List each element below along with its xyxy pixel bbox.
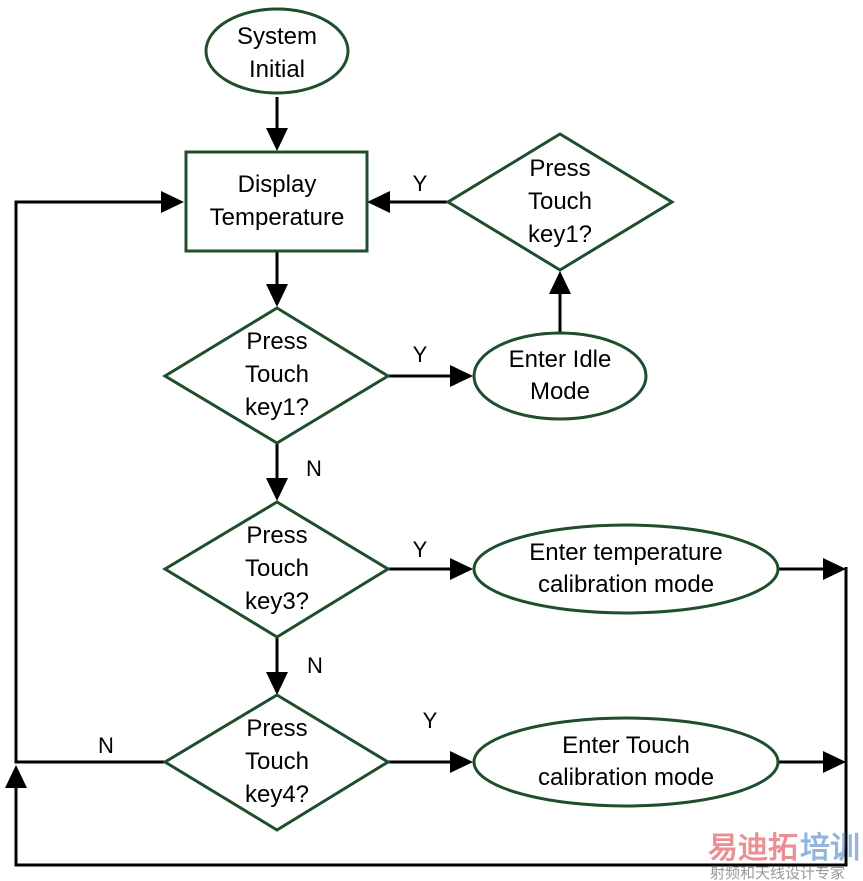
- node-label: Touch: [245, 361, 309, 388]
- node-display-temperature: Display Temperature: [184, 150, 369, 253]
- arrowhead-right-icon: [823, 751, 846, 773]
- watermark-brand-red: 易迪拓: [708, 831, 798, 866]
- connectors: [5, 97, 848, 867]
- watermark-subtitle: 射频和天线设计专家: [710, 864, 845, 881]
- node-label: Touch: [245, 555, 309, 582]
- node-label: Touch: [245, 748, 309, 775]
- edge-label-key3-yes: Y: [413, 537, 428, 562]
- arrowhead-right-icon: [450, 751, 473, 773]
- node-label: Temperature: [210, 204, 345, 231]
- node-label: calibration mode: [538, 571, 714, 598]
- node-idle-decision-key1: Press Touch key1?: [445, 132, 675, 272]
- node-label: calibration mode: [538, 764, 714, 791]
- node-decision-key4: Press Touch key4?: [162, 693, 391, 832]
- node-label: Press: [246, 522, 307, 549]
- edge-label-idle-yes: Y: [413, 171, 428, 196]
- node-label: key1?: [245, 394, 309, 421]
- node-decision-key1: Press Touch key1?: [162, 306, 391, 445]
- node-enter-touch-calibration: Enter Touch calibration mode: [472, 716, 780, 808]
- arrowhead-down-icon: [266, 672, 288, 695]
- watermark: 易迪拓 培训 射频和天线设计专家: [708, 831, 860, 881]
- edge-label-key1-no: N: [306, 456, 322, 481]
- arrowhead-down-icon: [266, 284, 288, 307]
- node-label: Touch: [528, 188, 592, 215]
- node-enter-idle: Enter Idle Mode: [472, 331, 648, 421]
- node-label: key4?: [245, 781, 309, 808]
- arrowhead-up-icon: [549, 271, 571, 294]
- node-label: System: [237, 23, 317, 50]
- arrowhead-down-icon: [266, 128, 288, 151]
- arrowhead-right-icon: [161, 191, 184, 213]
- arrowhead-right-icon: [450, 365, 473, 387]
- node-label: Enter temperature: [529, 539, 722, 566]
- node-label: key1?: [528, 221, 592, 248]
- node-label: key3?: [245, 588, 309, 615]
- node-enter-temp-calibration: Enter temperature calibration mode: [472, 523, 780, 615]
- node-label: Press: [246, 715, 307, 742]
- node-label: Press: [529, 155, 590, 182]
- edge-label-key4-yes: Y: [423, 708, 438, 733]
- node-label: Enter Idle: [509, 346, 612, 373]
- node-label: Mode: [530, 378, 590, 405]
- edge-label-key3-no: N: [307, 653, 323, 678]
- node-label: Display: [238, 171, 317, 198]
- arrowhead-up-icon: [5, 765, 27, 788]
- edge-label-key1-yes: Y: [413, 342, 428, 367]
- node-label: Initial: [249, 56, 305, 83]
- node-system-initial: System Initial: [204, 7, 350, 95]
- node-label: Enter Touch: [562, 732, 690, 759]
- arrowhead-right-icon: [450, 558, 473, 580]
- arrowhead-right-icon: [823, 558, 846, 580]
- edge-return-bus: [14, 567, 848, 867]
- node-decision-key3: Press Touch key3?: [162, 500, 391, 639]
- watermark-brand-blue: 培训: [800, 831, 860, 866]
- arrowhead-down-icon: [266, 478, 288, 501]
- edge-label-key4-no: N: [98, 733, 114, 758]
- node-label: Press: [246, 328, 307, 355]
- edge-key4-no: [14, 200, 165, 764]
- arrowhead-left-icon: [367, 191, 390, 213]
